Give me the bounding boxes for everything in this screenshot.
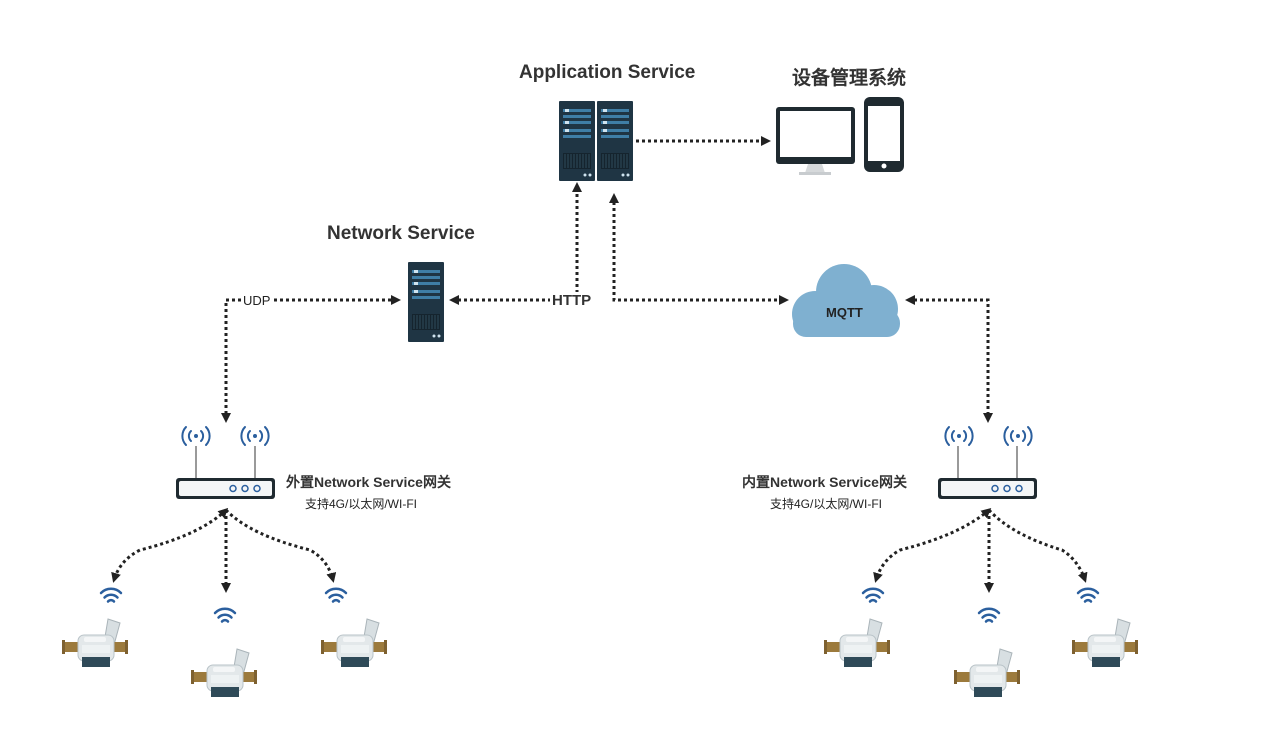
external-gateway-router-icon	[175, 426, 276, 500]
internal-gateway-label: 内置Network Service网关	[742, 474, 907, 490]
connector-mqtt-to-gateway	[905, 295, 993, 423]
connector-gw2-meter1	[873, 508, 992, 583]
external-gateway-label: 外置Network Service网关	[286, 474, 451, 490]
device-management-title: 设备管理系统	[792, 68, 907, 89]
connector-gw1-meter1	[111, 507, 229, 583]
connector-app-to-mqtt	[609, 193, 789, 305]
wireless-signal-icon	[99, 587, 1100, 623]
application-service-title: Application Service	[519, 62, 696, 83]
water-meter-icon	[61, 618, 1139, 698]
application-server-icon	[558, 100, 634, 182]
network-server-icon	[407, 261, 445, 343]
mqtt-label: MQTT	[826, 305, 863, 320]
smartphone-icon	[864, 97, 904, 172]
internal-gateway-router-icon	[937, 426, 1038, 500]
connector-gw1-meter3	[224, 508, 337, 583]
mqtt-cloud-icon	[792, 264, 900, 337]
connector-gw2-meter3	[987, 508, 1088, 583]
connectors	[111, 136, 1088, 593]
internal-gateway-sublabel: 支持4G/以太网/WI-FI	[770, 497, 882, 511]
http-label: HTTP	[550, 292, 594, 309]
monitor-icon	[776, 107, 855, 175]
external-gateway-sublabel: 支持4G/以太网/WI-FI	[305, 497, 417, 511]
connector-udp	[221, 295, 401, 423]
udp-label: UDP	[241, 293, 273, 308]
network-service-title: Network Service	[327, 223, 475, 244]
